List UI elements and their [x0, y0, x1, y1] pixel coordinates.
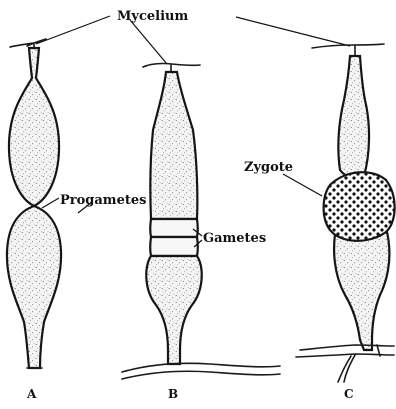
mycelium-hypha-b-bottom-lower — [122, 371, 280, 379]
leader-zygote — [283, 174, 322, 196]
label-zygote: Zygote — [244, 160, 293, 175]
panel-c — [296, 44, 395, 382]
panel-label-b: B — [168, 387, 178, 401]
mycelium-hypha-b-bottom-upper — [122, 363, 280, 372]
progamete-a-lower — [7, 206, 61, 368]
gamete-b-upper — [150, 219, 198, 237]
panel-b — [122, 63, 280, 379]
panel-a — [7, 39, 61, 368]
panel-label-a: A — [26, 387, 37, 401]
label-gametes: Gametes — [203, 231, 266, 246]
gamete-b-lower — [150, 237, 198, 256]
leader-mycelium-c — [236, 17, 350, 46]
mycelium-hypha-c-bottom-upper — [300, 345, 394, 350]
leader-mycelium-b — [130, 20, 167, 64]
leader-progametes-a — [42, 198, 59, 208]
progamete-b-upper — [150, 72, 197, 219]
progamete-c-upper — [338, 56, 369, 178]
progamete-b-lower — [146, 256, 201, 364]
panel-label-c: C — [344, 387, 354, 401]
label-mycelium: Mycelium — [117, 9, 188, 24]
progamete-a-upper — [9, 48, 59, 206]
label-progametes: Progametes — [60, 193, 146, 208]
leader-mycelium-a — [36, 16, 110, 44]
mycelium-hypha-a-top — [10, 39, 46, 47]
progamete-c-lower — [334, 228, 389, 350]
zygote-c — [324, 172, 395, 241]
mycelium-branch-c — [338, 355, 355, 382]
